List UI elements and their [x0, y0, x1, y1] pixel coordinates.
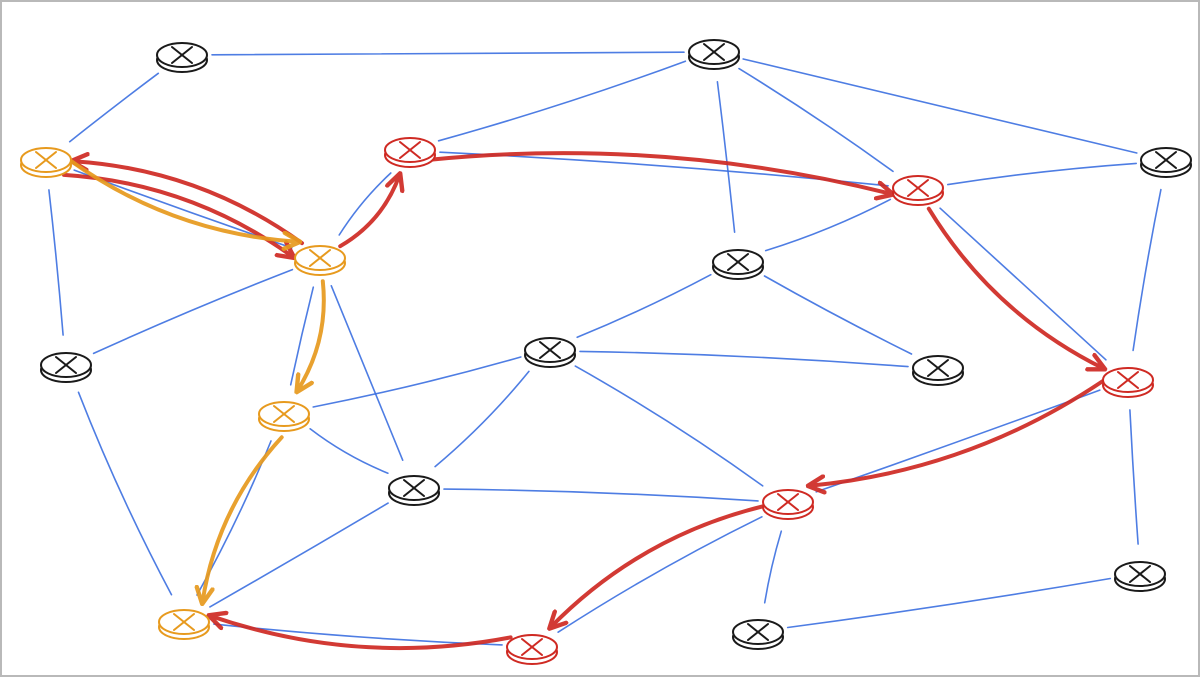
- red-path-step-5: [926, 206, 1104, 369]
- paths-layer: [62, 151, 1107, 651]
- red-path-step-8: [211, 616, 513, 651]
- node-n19-crossed-circle-icon: [732, 619, 784, 650]
- node-n4-crossed-circle-icon: [384, 137, 436, 168]
- edge-n2-n6: [742, 58, 1138, 154]
- edge-n10-n11: [579, 350, 909, 368]
- orange-path-step-1: [67, 157, 298, 242]
- node-n6-crossed-circle-icon: [1140, 147, 1192, 178]
- edge-n2-n4: [437, 60, 687, 142]
- orange-path-step-2: [298, 279, 326, 390]
- edge-n5-n12: [939, 207, 1107, 361]
- node-n2-crossed-circle-icon: [688, 39, 740, 70]
- edge-n7-n13: [289, 286, 315, 386]
- node-n3-crossed-circle-icon: [20, 147, 72, 178]
- edge-n8-n17: [77, 391, 173, 596]
- edge-n14-n17: [209, 502, 389, 608]
- edge-n15-n19: [763, 530, 783, 604]
- node-n18-crossed-circle-icon: [506, 634, 558, 665]
- node-n9-crossed-circle-icon: [712, 249, 764, 280]
- nodes-layer: [20, 39, 1192, 665]
- node-n17-crossed-circle-icon: [158, 609, 210, 640]
- edge-n3-n8: [48, 189, 64, 336]
- edge-n13-n14: [309, 428, 389, 474]
- edge-n10-n13: [312, 356, 522, 408]
- edge-n7-n14: [330, 285, 404, 461]
- edge-n8-n7: [92, 268, 294, 355]
- edge-n1-n3: [68, 72, 160, 143]
- edge-n15-n18: [557, 516, 763, 633]
- node-n10-crossed-circle-icon: [524, 337, 576, 368]
- edge-n14-n15: [443, 488, 759, 502]
- node-n11-crossed-circle-icon: [912, 355, 964, 386]
- edge-n2-n5: [738, 67, 894, 173]
- orange-path-step-3: [203, 435, 284, 602]
- edge-n18-n17: [213, 623, 503, 646]
- red-path-step-1: [73, 161, 304, 246]
- red-path-step-7: [551, 503, 767, 627]
- edge-n6-n5: [947, 162, 1137, 186]
- edge-n16-n19: [786, 577, 1112, 629]
- edge-n2-n9: [716, 81, 736, 233]
- red-path-step-3: [338, 175, 399, 249]
- red-path-step-4: [429, 151, 891, 194]
- node-n15-crossed-circle-icon: [762, 489, 814, 520]
- node-n5-crossed-circle-icon: [892, 175, 944, 206]
- red-path-step-6: [810, 377, 1107, 486]
- node-n14-crossed-circle-icon: [388, 475, 440, 506]
- edge-n4-n7: [338, 172, 392, 236]
- node-n13-crossed-circle-icon: [258, 401, 310, 432]
- node-n8-crossed-circle-icon: [40, 352, 92, 383]
- node-n16-crossed-circle-icon: [1114, 561, 1166, 592]
- edge-n12-n16: [1129, 409, 1139, 545]
- edge-n9-n11: [763, 275, 913, 355]
- edges-layer: [48, 51, 1162, 646]
- edge-n9-n10: [576, 273, 712, 339]
- edge-n14-n10: [434, 370, 530, 468]
- node-n7-crossed-circle-icon: [294, 245, 346, 276]
- edge-n10-n15: [574, 365, 764, 487]
- node-n1-crossed-circle-icon: [156, 42, 208, 73]
- node-n12-crossed-circle-icon: [1102, 367, 1154, 398]
- edge-n5-n9: [764, 198, 892, 252]
- edge-n12-n15: [815, 389, 1101, 493]
- edge-n6-n12: [1132, 188, 1162, 352]
- edge-n1-n2: [211, 51, 685, 56]
